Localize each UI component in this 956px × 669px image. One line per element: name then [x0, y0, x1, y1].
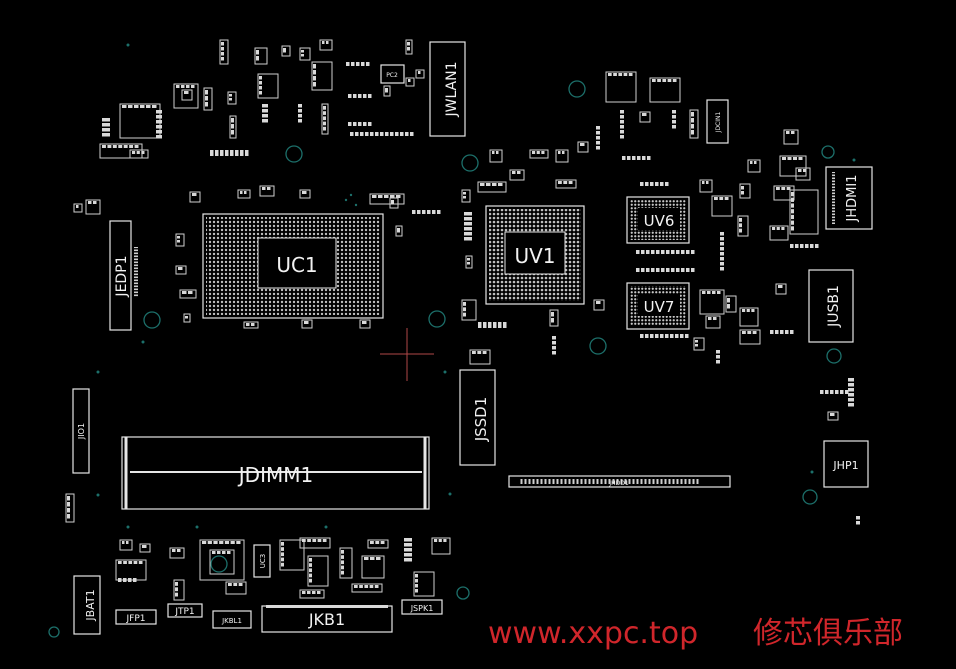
- jbat1-label: JBAT1: [84, 589, 97, 621]
- connector-jhp1[interactable]: JHP1: [823, 440, 869, 488]
- uc3-label: UC3: [259, 554, 267, 568]
- watermark-text: 修芯俱乐部: [753, 616, 903, 651]
- component-uv1[interactable]: UV1: [485, 205, 585, 305]
- uv7-label: UV7: [644, 298, 675, 316]
- jedp1-label: JEDP1: [114, 255, 130, 297]
- uv1-label: UV1: [514, 244, 555, 268]
- jusb1-label: JUSB1: [826, 285, 842, 328]
- jhp1-label: JHP1: [832, 459, 858, 472]
- component-uv7[interactable]: UV7: [626, 282, 690, 330]
- jhdd1-label: JHDD1: [608, 480, 629, 487]
- jssd1-label: JSSD1: [472, 397, 490, 443]
- component-pc2[interactable]: PC2: [380, 64, 405, 84]
- connector-jhdd1[interactable]: JHDD1: [508, 475, 731, 488]
- connector-jkbl1[interactable]: JKBL1: [212, 610, 252, 629]
- jfp1-label: JFP1: [126, 614, 146, 624]
- connector-jedp1[interactable]: JEDP1: [109, 220, 138, 331]
- jtp1-label: JTP1: [174, 607, 194, 617]
- jkbl1-label: JKBL1: [221, 617, 242, 625]
- component-uc1[interactable]: UC1: [202, 213, 384, 319]
- connector-jkb1[interactable]: JKB1: [261, 605, 393, 633]
- connector-jusb1[interactable]: JUSB1: [808, 269, 854, 343]
- jspk1-label: JSPK1: [410, 604, 434, 613]
- uv6-label: UV6: [644, 212, 675, 230]
- uc1-label: UC1: [276, 253, 317, 277]
- mounting-holes: [48, 43, 856, 638]
- component-uv6[interactable]: UV6: [626, 196, 690, 244]
- pc2-label: PC2: [386, 72, 398, 79]
- connector-jio1[interactable]: JIO1: [72, 388, 90, 474]
- jhdmi1-label: JHDMI1: [845, 175, 860, 223]
- connector-jdimm1[interactable]: JDIMM1: [121, 436, 430, 510]
- jdcin1-label: JDCIN1: [715, 111, 722, 133]
- jkb1-label: JKB1: [308, 610, 345, 629]
- jio1-label: JIO1: [77, 423, 86, 440]
- connector-jhdmi1[interactable]: JHDMI1: [825, 166, 873, 230]
- connector-jfp1[interactable]: JFP1: [115, 609, 157, 625]
- connector-jdcin1[interactable]: JDCIN1: [706, 99, 729, 144]
- watermark: www.xxpc.top 修芯俱乐部: [488, 616, 903, 651]
- watermark-url: www.xxpc.top: [488, 616, 698, 651]
- origin-crosshair: [380, 328, 434, 381]
- jwlan1-label: JWLAN1: [444, 61, 460, 117]
- connector-jwlan1[interactable]: JWLAN1: [429, 41, 466, 137]
- connector-jbat1[interactable]: JBAT1: [73, 575, 101, 635]
- passive-components: [65, 39, 860, 601]
- connector-jspk1[interactable]: JSPK1: [401, 599, 443, 615]
- connector-jssd1[interactable]: JSSD1: [459, 369, 496, 466]
- jdimm1-label: JDIMM1: [237, 463, 313, 487]
- component-uc3[interactable]: UC3: [253, 544, 271, 578]
- connector-jtp1[interactable]: JTP1: [167, 603, 203, 618]
